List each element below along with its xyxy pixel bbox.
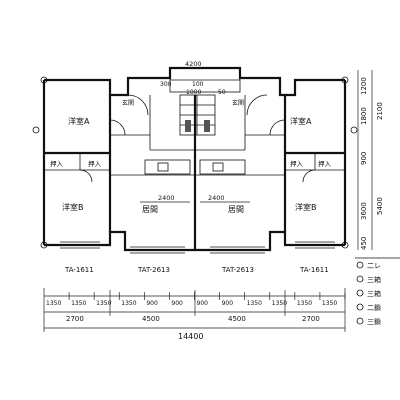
- top-dim-0: 100: [192, 81, 204, 88]
- room-label-living-right: 居間: [228, 205, 244, 214]
- row1-dim-10: 1350: [297, 300, 312, 307]
- right-dimensions: 1200 1800 900 3600 450 2100 5400: [357, 70, 384, 250]
- row2-dim-3: 2700: [302, 315, 320, 323]
- legend-item-2: 三箱: [367, 289, 381, 298]
- top-dimensions: 100 1000 50 300: [160, 81, 226, 96]
- row1-dim-2: 1350: [96, 300, 111, 307]
- legend-item-1: 三箱: [367, 275, 381, 284]
- row1-dim-0: 1350: [46, 300, 61, 307]
- legend-symbol-0: [356, 261, 364, 269]
- row1-dim-7: 900: [222, 300, 234, 307]
- row1-dim-4: 900: [146, 300, 158, 307]
- window-code-1: TAT-2613: [137, 266, 170, 274]
- entry-label-right: 玄関: [232, 99, 244, 107]
- dim-living-left: 2400: [158, 194, 175, 202]
- closet-label-1: 押入: [50, 159, 64, 168]
- legend-item-4: 三鎖: [367, 317, 381, 326]
- window-code-3: TA-1611: [299, 266, 329, 274]
- outer-walls: [42, 66, 347, 252]
- right-dim-2: 900: [360, 152, 368, 165]
- legend-symbol-4: [356, 317, 364, 325]
- right-dim-3: 3600: [360, 202, 368, 220]
- room-label-a-left: 洋室A: [68, 116, 90, 126]
- row2-dim-0: 2700: [66, 315, 84, 323]
- top-dim-2: 50: [218, 89, 226, 96]
- kitchen-counters: [144, 159, 246, 175]
- grid-markers: [32, 76, 358, 249]
- dim-top-width: 4200: [185, 60, 202, 68]
- closet-label-3: 押入: [290, 159, 304, 168]
- closet-label-4: 押入: [318, 159, 332, 168]
- row1-dim-5: 900: [171, 300, 183, 307]
- total-dim: 14400: [178, 332, 203, 341]
- room-label-living-left: 居間: [142, 205, 158, 214]
- inner-dimensions: 2400 2400 4200: [140, 60, 250, 203]
- right-dim-1: 1800: [360, 107, 368, 125]
- window-code-0: TA-1611: [64, 266, 94, 274]
- dim-living-right: 2400: [208, 194, 225, 202]
- row1-dim-3: 1350: [121, 300, 136, 307]
- top-dim-1: 1000: [186, 89, 201, 96]
- windows: [60, 241, 335, 254]
- row1-dim-8: 1350: [247, 300, 262, 307]
- row1-dim-6: 900: [197, 300, 209, 307]
- row2-dim-2: 4500: [228, 315, 246, 323]
- right-total-0: 2100: [376, 102, 384, 120]
- window-codes: TA-1611 TAT-2613 TAT-2613 TA-1611: [64, 266, 329, 274]
- row2-dim-1: 4500: [142, 315, 160, 323]
- legend-symbol-2: [356, 289, 364, 297]
- right-dim-0: 1200: [360, 77, 368, 95]
- row1-dim-1: 1350: [71, 300, 86, 307]
- top-dim-3: 300: [160, 81, 172, 88]
- room-labels: 洋室A 洋室A 洋室B 洋室B 居間 居間 押入 押入 押入 押入 玄関 玄関: [50, 99, 332, 214]
- stair-core: [169, 67, 241, 136]
- room-label-b-right: 洋室B: [295, 202, 317, 212]
- door-swings: [79, 94, 316, 183]
- row1-dim-9: 1350: [272, 300, 287, 307]
- right-dim-4: 450: [360, 237, 368, 250]
- window-code-2: TAT-2613: [221, 266, 254, 274]
- row1-dim-11: 1350: [322, 300, 337, 307]
- legend-item-3: 二鎖: [367, 303, 381, 312]
- room-label-b-left: 洋室B: [62, 202, 84, 212]
- legend-item-0: 二レ: [367, 262, 381, 270]
- room-label-a-right: 洋室A: [290, 116, 312, 126]
- legend-symbol-3: [356, 303, 364, 311]
- legend-symbol-1: [356, 275, 364, 283]
- closet-label-2: 押入: [88, 159, 102, 168]
- bottom-dimensions: 1350 1350 1350 1350 900 900 900 900 1350 1350 1350…: [43, 288, 346, 341]
- right-total-1: 5400: [376, 197, 384, 215]
- entry-label-left: 玄関: [122, 99, 134, 107]
